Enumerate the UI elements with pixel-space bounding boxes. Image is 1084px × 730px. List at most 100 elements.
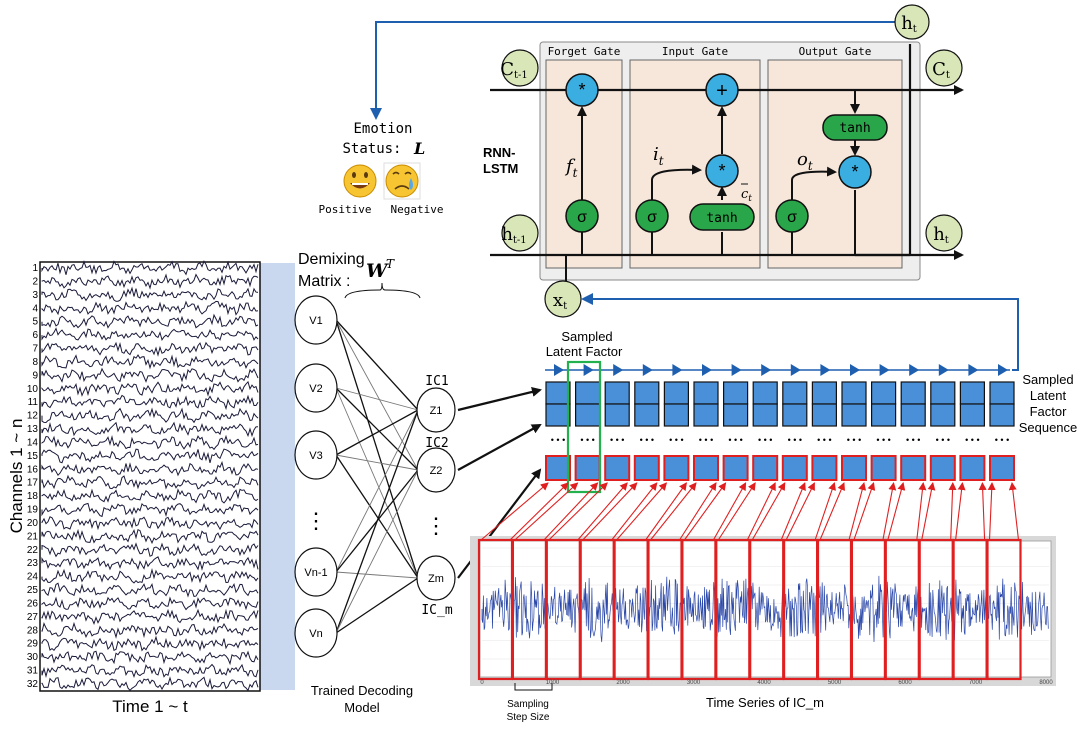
eeg-channel-label: 24	[27, 572, 39, 583]
eeg-trace	[41, 488, 259, 504]
latent-box-top	[989, 381, 1015, 405]
icm-label: IC_m	[421, 603, 452, 618]
svg-text:ct: ct	[741, 187, 752, 204]
latent-dot-mark: • • •	[640, 435, 654, 445]
emotion-title: Emotion	[353, 121, 412, 137]
eeg-channel-label: 31	[27, 666, 39, 677]
window-to-box-arrow	[509, 482, 569, 541]
sequence-arrowhead	[820, 364, 831, 376]
sequence-dot-marks: • • •• • •• • •• • •• • •• • •• • •• • •…	[551, 435, 1009, 445]
eeg-channel-label: 13	[27, 424, 39, 435]
z-node-label: Zm	[428, 573, 444, 585]
window-to-box-arrow	[848, 482, 867, 541]
latent-box-red	[989, 455, 1015, 481]
step-label-line1: Sampling	[507, 699, 549, 710]
latent-box-bottom	[545, 403, 571, 427]
network-edge	[335, 319, 419, 471]
timeseries-tick-label: 2000	[616, 680, 630, 686]
timeseries-tick-label: 1000	[546, 680, 560, 686]
latent-box-red	[781, 455, 808, 481]
seq-label-line1: Sampled	[1022, 372, 1073, 387]
svg-text:*: *	[718, 161, 725, 181]
latent-box-top	[900, 381, 926, 405]
ht-minus-1-node: ht-1	[501, 214, 539, 252]
timeseries-tick-label: 6000	[898, 680, 912, 686]
positive-face-icon	[343, 164, 377, 198]
eeg-trace	[41, 354, 259, 370]
network-edge	[335, 571, 419, 579]
sequence-arrowhead	[672, 364, 683, 376]
sampled-latent-line1: Sampled	[561, 329, 612, 344]
latent-box-bottom	[693, 403, 719, 427]
network-edge	[335, 409, 419, 456]
eeg-channel-label: 2	[32, 276, 38, 287]
ht-top-node: ht	[894, 4, 930, 40]
latent-box-bottom	[604, 403, 630, 427]
window-to-box-arrow	[582, 482, 638, 541]
latent-box-top	[545, 381, 571, 405]
forget-multiply: *	[565, 73, 599, 107]
latent-box-top	[604, 381, 630, 405]
latent-dot-mark: • • •	[847, 435, 861, 445]
sequence-arrowhead	[790, 364, 801, 376]
cell-add: +	[705, 73, 739, 107]
output-multiply: *	[838, 155, 872, 189]
ct-minus-1-node: Ct-1	[500, 49, 539, 87]
eeg-channel-label: 12	[27, 411, 39, 422]
latent-sequence: Sampled Latent Factor • • •• • •• • •• •…	[545, 329, 1078, 494]
window-to-box-arrow	[650, 482, 697, 541]
eeg-channel-label: 19	[27, 505, 39, 516]
latent-box-bottom	[574, 403, 601, 427]
eeg-trace	[41, 313, 259, 329]
latent-dot-mark: • • •	[699, 435, 713, 445]
sequence-arrowhead	[879, 364, 890, 376]
window-to-box-arrow	[717, 482, 756, 541]
latent-box-red	[633, 455, 660, 481]
eeg-trace	[41, 635, 259, 652]
input-multiply: *	[705, 154, 739, 188]
eeg-frame	[39, 261, 261, 692]
eeg-trace	[41, 327, 259, 341]
eeg-projection	[260, 263, 295, 690]
window-to-box-arrow	[577, 482, 628, 541]
sequence-arrowhead	[909, 364, 920, 376]
sampling-windows	[477, 538, 1022, 681]
seq-label-line4: Sequence	[1019, 420, 1078, 435]
eeg-channel-label: 18	[27, 491, 39, 502]
network-edge	[335, 577, 419, 634]
z2-to-sequence-arrow	[457, 424, 542, 471]
window-to-box-arrow	[780, 482, 806, 541]
latent-box-top	[959, 381, 986, 405]
latent-box-top	[782, 381, 808, 405]
latent-dot-mark: • • •	[995, 435, 1009, 445]
latent-box-red	[693, 455, 719, 481]
z-node-label: Z2	[430, 465, 443, 477]
eeg-trace	[41, 380, 259, 397]
latent-box-bottom	[989, 403, 1015, 427]
eeg-trace	[41, 474, 259, 490]
network-edge	[335, 387, 419, 411]
latent-box-red	[841, 455, 867, 481]
latent-dot-mark: • • •	[876, 435, 890, 445]
eeg-channel-label: 30	[27, 652, 39, 663]
timeseries-tick-label: 3000	[687, 680, 701, 686]
z-node: Z1	[416, 387, 456, 433]
svg-text:σ: σ	[787, 209, 797, 226]
window-to-box-arrows	[480, 482, 1020, 541]
latent-box-bottom	[663, 403, 690, 427]
eeg-channel-label: 10	[27, 384, 39, 395]
output-gate-box	[767, 59, 903, 269]
eeg-trace	[41, 608, 259, 625]
eeg-x-axis-label: Time 1 ~ t	[112, 697, 188, 716]
eeg-channel-label: 14	[27, 438, 39, 449]
latent-box-top	[574, 381, 601, 405]
sequence-arrowhead	[968, 364, 979, 376]
input-gate-box	[629, 59, 761, 269]
eeg-channel-label: 5	[32, 317, 38, 328]
eeg-channel-label: 20	[27, 518, 39, 529]
latent-box-bottom	[782, 403, 808, 427]
eeg-channel-label: 29	[27, 639, 39, 650]
eeg-channel-label: 11	[28, 397, 39, 408]
